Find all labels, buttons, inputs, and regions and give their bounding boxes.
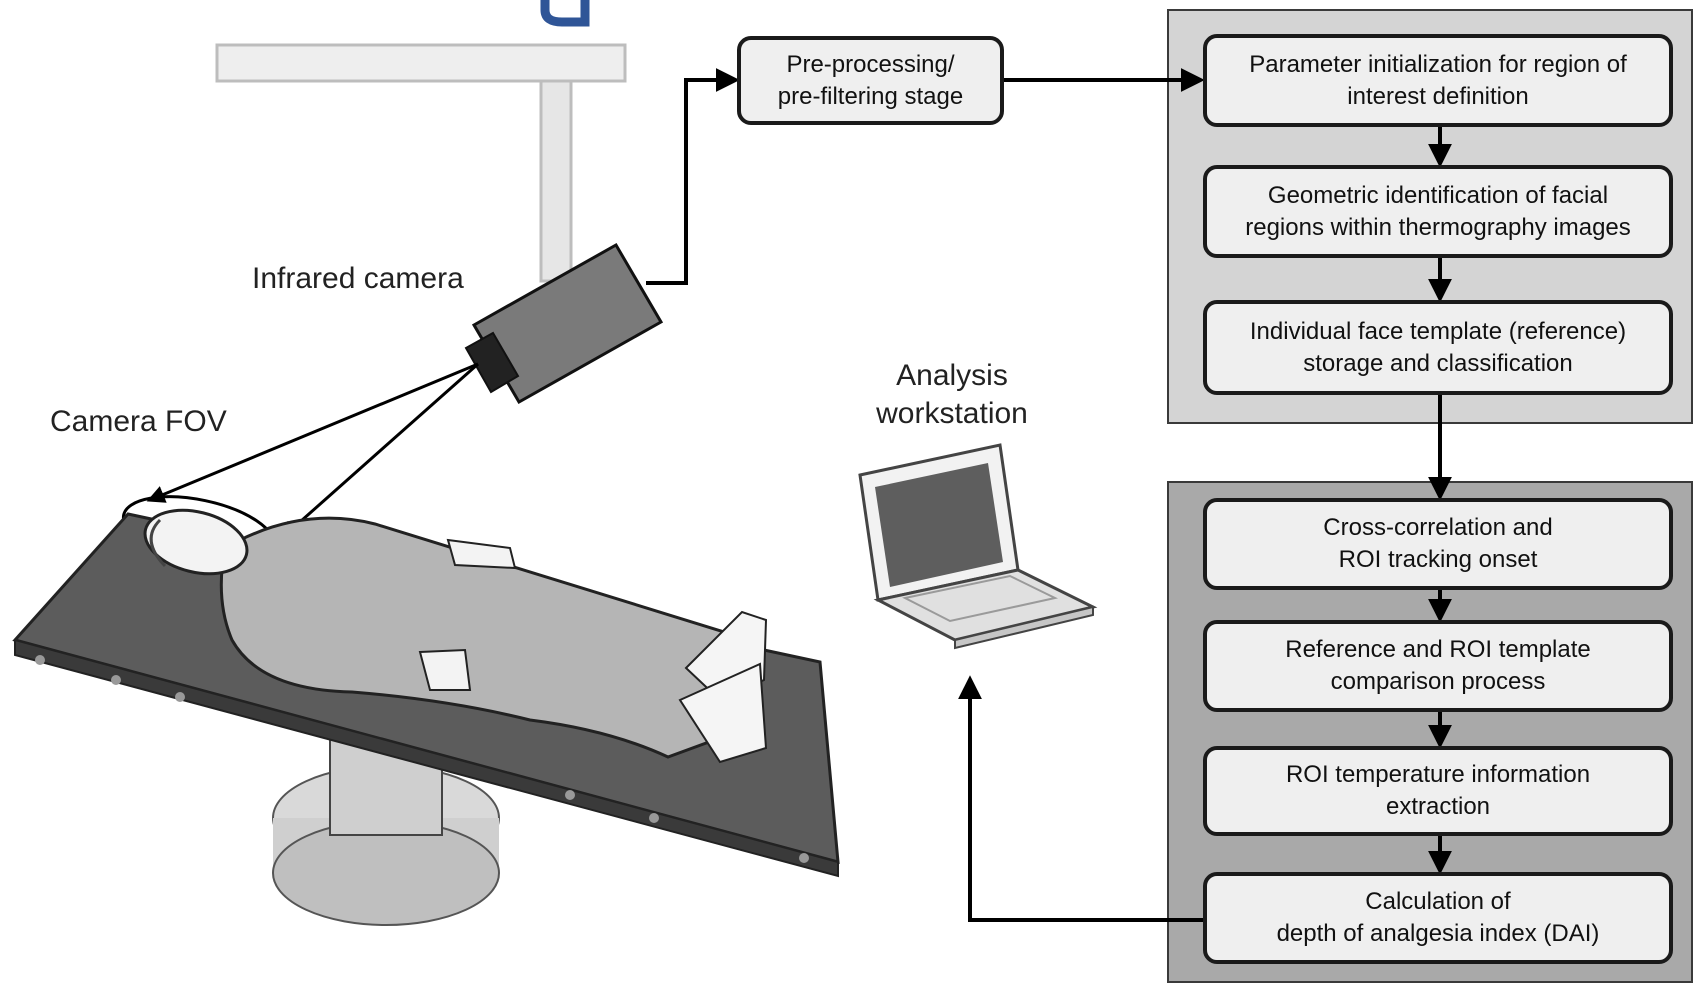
- step-cross-correlation: Cross-correlation and ROI tracking onset: [1203, 498, 1673, 590]
- camera-to-preprocessing-connector: [646, 68, 740, 285]
- analysis-workstation-label: Analysis workstation: [876, 359, 1028, 430]
- step-temperature-extraction: ROI temperature information extraction: [1203, 746, 1673, 836]
- step-face-template-storage: Individual face template (reference) sto…: [1203, 300, 1673, 395]
- fov-line: [146, 362, 479, 503]
- infrared-camera-label: Infrared camera: [252, 262, 464, 295]
- patient-figure: [143, 508, 768, 764]
- step-parameter-initialization: Parameter initialization for region of i…: [1203, 34, 1673, 127]
- mount-pole: [539, 79, 573, 283]
- fov-line: [280, 362, 479, 540]
- step-template-comparison: Reference and ROI template comparison pr…: [1203, 620, 1673, 712]
- preprocessing-box: Pre-processing/ pre-filtering stage: [737, 36, 1004, 125]
- step-dai-calculation: Calculation of depth of analgesia index …: [1203, 872, 1673, 964]
- ceiling-mount: [215, 43, 627, 83]
- step-geometric-identification: Geometric identification of facial regio…: [1203, 165, 1673, 258]
- feedback-to-workstation-connector: [958, 675, 1207, 922]
- infrared-camera-icon: [464, 242, 664, 405]
- camera-fov-label: Camera FOV: [50, 405, 227, 438]
- laptop-icon: [858, 443, 1098, 650]
- operating-table-base: [272, 734, 500, 926]
- title-fragment: [540, 0, 590, 27]
